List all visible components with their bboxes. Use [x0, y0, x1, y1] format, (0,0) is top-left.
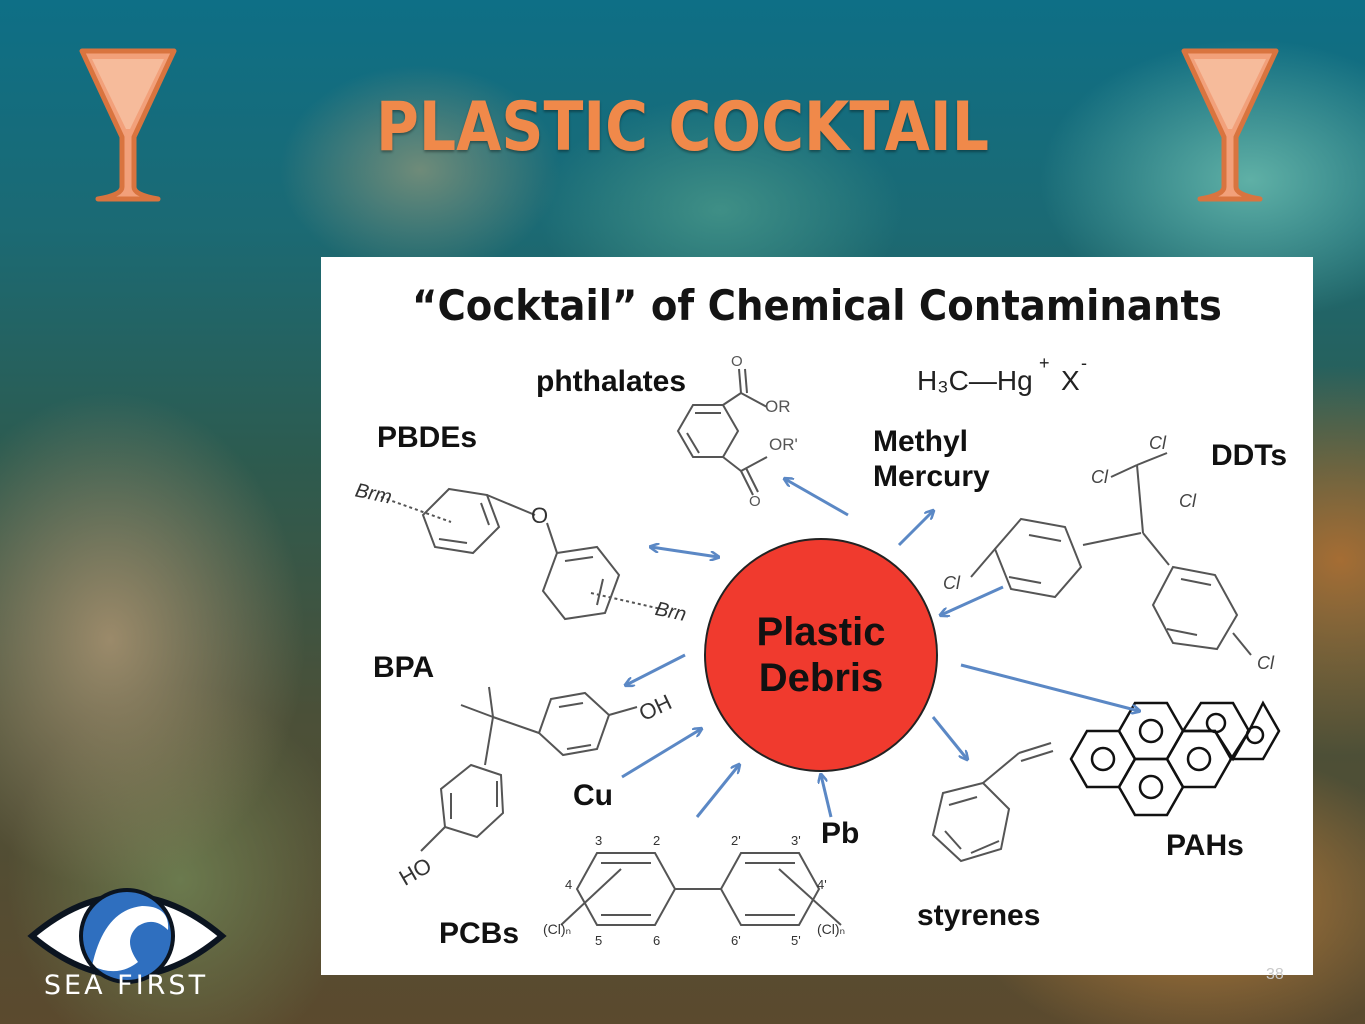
arrow-cu — [621, 729, 701, 779]
pcb-pos-3: 3 — [595, 833, 603, 848]
charge-plus: + — [1039, 353, 1050, 373]
phthalate-o-top: O — [731, 353, 743, 370]
label-ddts: DDTs — [1211, 439, 1288, 472]
bpa-structure — [420, 686, 638, 852]
label-pahs: PAHs — [1166, 829, 1244, 862]
pcb-cl-n-right: (Cl)ₙ — [817, 921, 846, 937]
label-pb: Pb — [821, 817, 860, 850]
pcb-pos-4p: 4' — [817, 877, 827, 892]
anion-x: X — [1061, 365, 1080, 396]
ddt-cl-left: Cl — [1091, 467, 1108, 487]
methyl-mercury-formula: H₃C—Hg — [917, 365, 1033, 396]
arrow-pcbs — [695, 765, 739, 818]
ddt-cl-ring-right: Cl — [1257, 653, 1274, 673]
pcb-pos-2: 2 — [653, 833, 661, 848]
eye-wave-icon — [27, 888, 227, 984]
label-phthalates: phthalates — [536, 365, 687, 398]
pcb-cl-n-left: (Cl)ₙ — [543, 921, 572, 937]
label-cu: Cu — [573, 779, 613, 812]
arrow-pb — [821, 775, 833, 818]
logo-text: SEA FIRST — [43, 970, 209, 1001]
arrow-phthalates — [785, 479, 849, 517]
arrow-bpa — [626, 653, 686, 685]
phthalate-or-prime: OR' — [769, 435, 798, 454]
phthalate-structure — [676, 368, 768, 496]
slide-number: 38 — [1266, 966, 1284, 983]
arrow-pbdes — [651, 547, 718, 557]
structures-drawing — [380, 368, 1281, 926]
pcb-structure — [560, 852, 842, 926]
label-pcbs: PCBs — [439, 917, 520, 950]
pbde-oxygen: O — [531, 503, 549, 528]
pcb-pos-6p: 6' — [731, 933, 741, 948]
panel-title: “Cocktail” of Chemical Contaminants — [412, 281, 1222, 330]
phthalate-or: OR — [765, 397, 791, 416]
ddt-cl-ring-left: Cl — [943, 573, 960, 593]
martini-glass-icon — [1181, 48, 1279, 202]
label-bpa: BPA — [373, 651, 435, 684]
pcb-pos-5p: 5' — [791, 933, 801, 948]
pcb-pos-4: 4 — [565, 877, 573, 892]
arrow-ddts — [941, 585, 1004, 615]
styrene-structure — [931, 742, 1054, 863]
charge-minus: - — [1081, 353, 1087, 373]
contaminants-panel: “Cocktail” of Chemical Contaminants phth… — [321, 257, 1313, 975]
plastic-debris-circle: Plastic Debris — [704, 538, 938, 772]
ddt-cl-right: Cl — [1179, 491, 1196, 511]
phthalate-o-bottom: O — [749, 493, 761, 510]
label-methyl-mercury: Methyl Mercury — [873, 425, 990, 493]
ddt-structure — [970, 452, 1252, 656]
slide-title: PLASTIC COCKTAIL — [376, 88, 989, 167]
pcb-pos-5: 5 — [595, 933, 603, 948]
pcb-pos-2p: 2' — [731, 833, 741, 848]
label-styrenes: styrenes — [917, 899, 1041, 932]
pcb-pos-6: 6 — [653, 933, 661, 948]
arrow-styrenes — [931, 716, 967, 759]
label-pbdes: PBDEs — [377, 421, 478, 454]
arrows — [621, 479, 1139, 818]
arrow-methyl-mercury — [897, 511, 933, 547]
martini-glass-icon — [79, 48, 177, 202]
pcb-pos-3p: 3' — [791, 833, 801, 848]
pah-structure — [1069, 700, 1281, 817]
arrow-pahs — [960, 663, 1139, 711]
center-label: Plastic Debris — [756, 610, 886, 700]
pbde-structure — [380, 487, 662, 621]
ddt-cl-top: Cl — [1149, 433, 1166, 453]
